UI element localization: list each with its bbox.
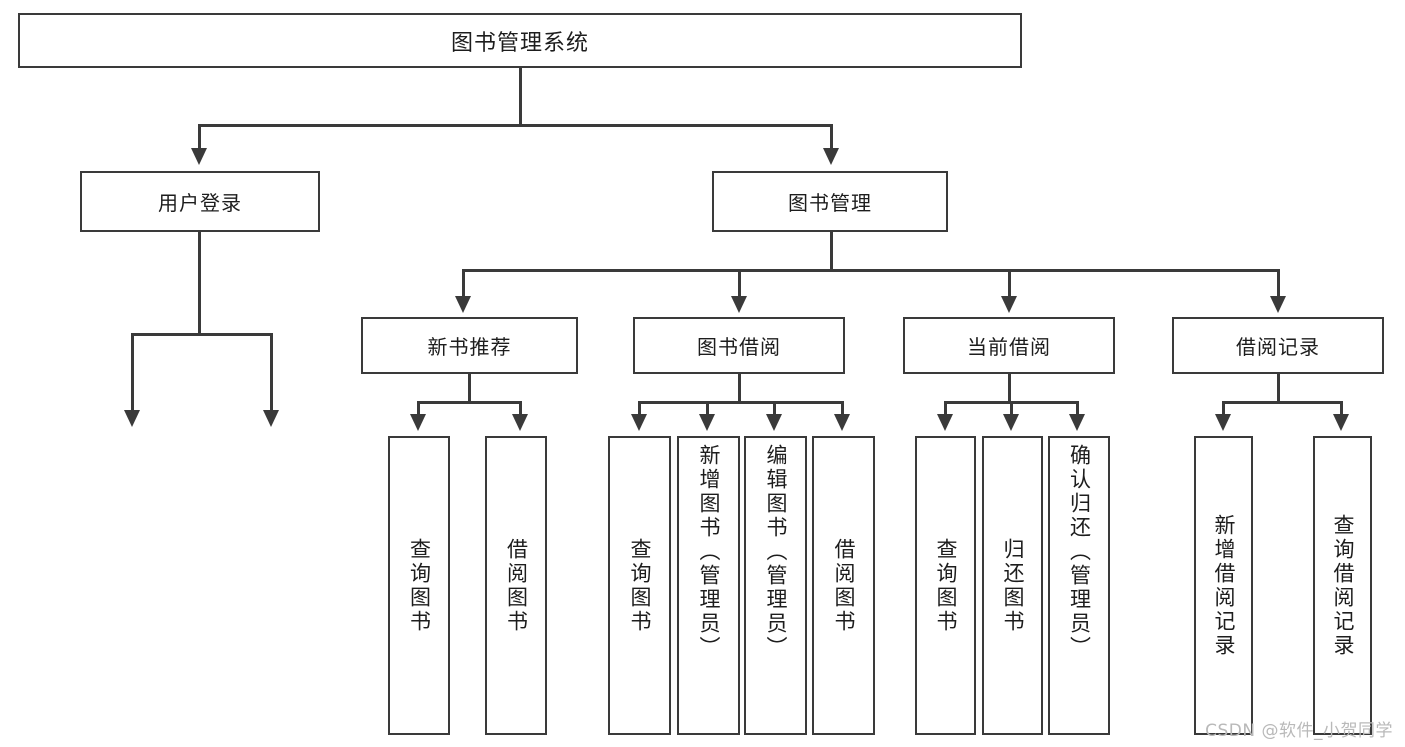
arrowhead-book-management: [823, 148, 839, 165]
connector-drop-leaf-bb-0: [638, 401, 641, 416]
arrowhead-current-borrow: [1001, 296, 1017, 313]
leaf-node-confirm-return-admin[interactable]: 确认归还（管理员）: [1048, 436, 1110, 735]
arrowhead-leaf-br-0: [1215, 414, 1231, 431]
connector-root-bus: [198, 124, 833, 127]
arrowhead-borrow-record: [1270, 296, 1286, 313]
arrowhead-leaf-user-login-1: [263, 410, 279, 427]
connector-book-borrow-stem: [738, 374, 741, 404]
arrowhead-leaf-cb-1: [1003, 414, 1019, 431]
node-new-book-recommend[interactable]: 新书推荐: [361, 317, 578, 374]
arrowhead-leaf-bb-2: [766, 414, 782, 431]
connector-drop-leaf-user-login-1: [270, 333, 273, 413]
node-label: 用户登录: [158, 191, 242, 215]
node-label: 查询图书: [628, 537, 652, 634]
connector-drop-current-borrow: [1008, 269, 1011, 299]
node-label: 借阅图书: [504, 537, 529, 634]
arrowhead-leaf-cb-0: [937, 414, 953, 431]
node-user-login[interactable]: 用户登录: [80, 171, 320, 232]
connector-drop-leaf-br-1: [1340, 401, 1343, 416]
connector-book-management-stem: [830, 232, 833, 272]
arrowhead-leaf-nbr-0: [410, 414, 426, 431]
connector-new-book-recommend-stem: [468, 374, 471, 404]
connector-user-login-bus: [131, 333, 273, 336]
node-label: 借阅图书: [832, 537, 856, 634]
connector-user-login-stem: [198, 232, 201, 336]
connector-drop-new-book-recommend: [462, 269, 465, 299]
arrowhead-leaf-bb-1: [699, 414, 715, 431]
connector-drop-leaf-cb-2: [1076, 401, 1079, 416]
connector-drop-leaf-user-login-0: [131, 333, 134, 413]
node-book-borrow[interactable]: 图书借阅: [633, 317, 845, 374]
leaf-node-add-book-admin[interactable]: 新增图书（管理员）: [677, 436, 740, 735]
arrowhead-leaf-br-1: [1333, 414, 1349, 431]
csdn-watermark: CSDN @软件_小贺同学: [1205, 721, 1393, 741]
node-borrow-record[interactable]: 借阅记录: [1172, 317, 1384, 374]
node-label: 新增借阅记录: [1212, 513, 1236, 658]
connector-borrow-record-stem: [1277, 374, 1280, 404]
node-label: 图书借阅: [697, 335, 781, 359]
node-label: 图书管理系统: [450, 30, 589, 56]
leaf-node-query-borrow-record[interactable]: 查询借阅记录: [1313, 436, 1372, 735]
leaf-node-query-book-cb[interactable]: 查询图书: [915, 436, 976, 735]
leaf-node-borrow-book-bb[interactable]: 借阅图书: [812, 436, 875, 735]
connector-drop-leaf-nbr-0: [417, 401, 420, 416]
arrowhead-leaf-bb-0: [631, 414, 647, 431]
node-label: 编辑图书（管理员）: [764, 444, 788, 660]
arrowhead-leaf-cb-2: [1069, 414, 1085, 431]
connector-drop-leaf-bb-1: [706, 401, 709, 416]
node-current-borrow[interactable]: 当前借阅: [903, 317, 1115, 374]
leaf-node-query-book-bb[interactable]: 查询图书: [608, 436, 671, 735]
node-label: 当前借阅: [967, 335, 1051, 359]
leaf-node-edit-book-admin[interactable]: 编辑图书（管理员）: [744, 436, 807, 735]
connector-drop-user-login: [198, 124, 201, 151]
connector-drop-borrow-record: [1277, 269, 1280, 299]
connector-drop-book-borrow: [738, 269, 741, 299]
arrowhead-new-book-recommend: [455, 296, 471, 313]
connector-new-book-recommend-bus: [417, 401, 522, 404]
node-label: 归还图书: [1001, 537, 1025, 634]
arrowhead-leaf-nbr-1: [512, 414, 528, 431]
node-root-book-management-system[interactable]: 图书管理系统: [18, 13, 1022, 68]
node-label: 确认归还（管理员）: [1067, 444, 1092, 660]
connector-current-borrow-stem: [1008, 374, 1011, 404]
node-label: 新书推荐: [427, 335, 512, 359]
leaf-node-add-borrow-record[interactable]: 新增借阅记录: [1194, 436, 1253, 735]
arrowhead-leaf-bb-3: [834, 414, 850, 431]
node-book-management[interactable]: 图书管理: [712, 171, 948, 232]
node-label: 查询图书: [407, 537, 432, 634]
connector-book-borrow-bus: [638, 401, 844, 404]
leaf-node-query-book-nbr[interactable]: 查询图书: [388, 436, 450, 735]
node-label: 图书管理: [788, 191, 872, 215]
connector-level3-bus: [462, 269, 1280, 272]
node-label: 新增图书（管理员）: [697, 444, 721, 660]
node-label: 查询借阅记录: [1331, 513, 1355, 658]
arrowhead-leaf-user-login-0: [124, 410, 140, 427]
connector-drop-leaf-cb-1: [1010, 401, 1013, 416]
connector-borrow-record-bus: [1222, 401, 1343, 404]
connector-drop-leaf-bb-3: [841, 401, 844, 416]
connector-drop-book-management: [830, 124, 833, 151]
leaf-node-borrow-book-nbr[interactable]: 借阅图书: [485, 436, 547, 735]
leaf-node-return-book[interactable]: 归还图书: [982, 436, 1043, 735]
arrowhead-user-login: [191, 148, 207, 165]
node-label: 借阅记录: [1236, 335, 1320, 359]
connector-drop-leaf-nbr-1: [519, 401, 522, 416]
node-label: 查询图书: [934, 537, 958, 634]
arrowhead-book-borrow: [731, 296, 747, 313]
connector-drop-leaf-bb-2: [773, 401, 776, 416]
connector-drop-leaf-cb-0: [944, 401, 947, 416]
connector-root-stem: [519, 68, 522, 126]
connector-drop-leaf-br-0: [1222, 401, 1225, 416]
